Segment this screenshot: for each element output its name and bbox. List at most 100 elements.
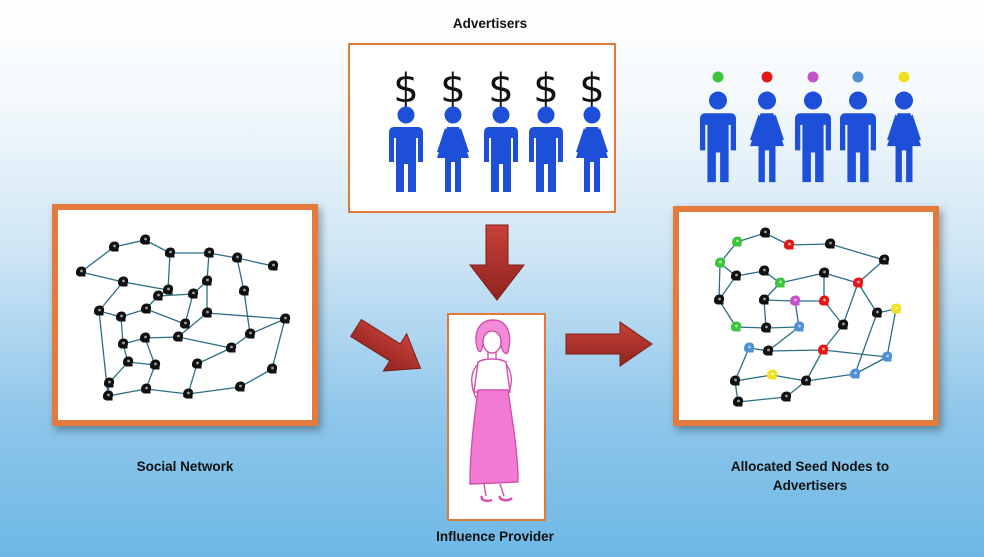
allocated-label-line2: Advertisers xyxy=(772,478,848,493)
network-node-icon xyxy=(794,321,805,332)
network-node-icon xyxy=(853,277,864,288)
network-node-icon xyxy=(790,295,801,306)
network-node-icon xyxy=(714,294,725,305)
network-edge xyxy=(734,374,773,382)
seed-color-head-icon xyxy=(761,71,773,83)
network-edge xyxy=(767,326,800,352)
network-node-icon xyxy=(825,238,836,249)
advertiser-dollar-signs: $$$$$ xyxy=(393,66,604,112)
network-edge xyxy=(80,246,115,273)
network-node-icon xyxy=(109,241,120,252)
advertiser-person-icon xyxy=(529,106,563,192)
network-node-icon xyxy=(775,277,786,288)
network-node-icon xyxy=(267,363,278,374)
network-edge xyxy=(842,282,859,326)
network-node-icon xyxy=(118,276,129,287)
network-edge xyxy=(805,373,856,382)
dollar-sign-icon: $ xyxy=(440,66,465,112)
network-node-icon xyxy=(104,377,115,388)
network-node-icon xyxy=(192,358,203,369)
advertiser-person-icon xyxy=(484,106,518,192)
network-node-icon xyxy=(819,267,830,278)
network-node-icon xyxy=(123,356,134,367)
network-edge xyxy=(767,349,824,352)
network-node-icon xyxy=(118,338,129,349)
network-edge xyxy=(735,326,767,329)
network-edge xyxy=(823,272,859,284)
advertiser-person-icon xyxy=(389,106,423,192)
network-edge xyxy=(98,281,124,312)
allocated-person-icon xyxy=(750,91,784,183)
dollar-sign-icon: $ xyxy=(579,66,604,112)
network-edge xyxy=(857,282,878,314)
network-node-icon xyxy=(872,307,883,318)
network-edge xyxy=(80,271,124,283)
network-node-icon xyxy=(245,328,256,339)
network-node-icon xyxy=(838,319,849,330)
arrow-network-to-provider xyxy=(350,318,422,372)
network-node-icon xyxy=(188,288,199,299)
network-edge xyxy=(771,374,807,382)
network-node-icon xyxy=(103,390,114,401)
network-node-icon xyxy=(891,303,902,314)
network-edge xyxy=(886,308,897,358)
network-node-icon xyxy=(268,260,279,271)
network-edge xyxy=(718,262,721,301)
seed-color-head-icon xyxy=(898,71,910,83)
network-edge xyxy=(763,299,796,302)
influence-provider-person xyxy=(469,319,519,503)
network-node-icon xyxy=(781,391,792,402)
network-node-icon xyxy=(744,342,755,353)
network-edge xyxy=(196,347,232,365)
network-node-icon xyxy=(226,342,237,353)
network-edge xyxy=(177,312,208,338)
network-node-icon xyxy=(76,266,87,277)
network-edge xyxy=(167,252,171,291)
network-node-icon xyxy=(882,351,893,362)
network-edge xyxy=(144,336,179,339)
advertiser-person-icon xyxy=(576,106,608,192)
allocated-label-line1: Allocated Seed Nodes to xyxy=(730,459,890,474)
network-edge xyxy=(145,308,186,325)
network-node-icon xyxy=(116,311,127,322)
network-node-icon xyxy=(850,368,861,379)
network-edge xyxy=(829,243,885,261)
network-edge xyxy=(107,388,147,397)
network-node-icon xyxy=(150,359,161,370)
network-node-icon xyxy=(153,290,164,301)
seed-color-head-icon xyxy=(807,71,819,83)
network-node-icon xyxy=(163,284,174,295)
network-edge xyxy=(187,386,241,395)
network-node-icon xyxy=(180,318,191,329)
arrow-down-to-provider xyxy=(468,224,526,301)
dollar-sign-icon: $ xyxy=(488,66,513,112)
seed-color-head-icon xyxy=(852,71,864,83)
network-edge xyxy=(145,388,189,395)
network-edge xyxy=(271,318,286,370)
network-node-icon xyxy=(763,345,774,356)
network-node-icon xyxy=(165,247,176,258)
network-edge xyxy=(737,396,787,403)
network-edge xyxy=(236,257,245,292)
network-node-icon xyxy=(235,381,246,392)
network-node-icon xyxy=(759,265,770,276)
network-node-icon xyxy=(819,295,830,306)
network-node-icon xyxy=(141,303,152,314)
network-edge xyxy=(779,272,825,284)
network-node-icon xyxy=(761,322,772,333)
advertiser-people xyxy=(389,106,608,192)
network-edge xyxy=(854,356,888,375)
network-edge xyxy=(236,257,274,267)
network-node-icon xyxy=(730,375,741,386)
network-edge xyxy=(788,243,831,246)
network-edge xyxy=(854,312,878,375)
network-edge xyxy=(243,290,251,335)
allocated-network-graph xyxy=(714,227,902,407)
network-edge xyxy=(805,349,824,382)
network-node-icon xyxy=(239,285,250,296)
network-edge xyxy=(822,349,888,358)
dollar-sign-icon: $ xyxy=(393,66,418,112)
network-edge xyxy=(157,293,194,297)
network-edge xyxy=(177,336,232,349)
